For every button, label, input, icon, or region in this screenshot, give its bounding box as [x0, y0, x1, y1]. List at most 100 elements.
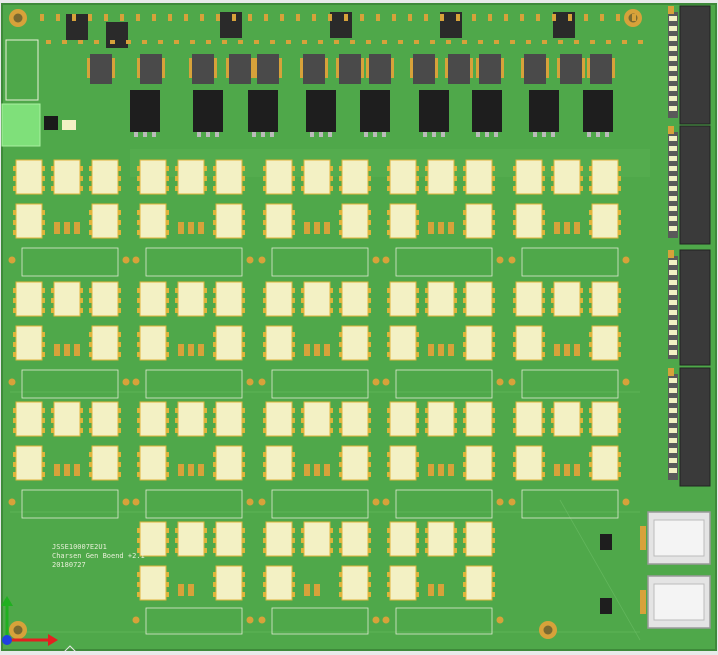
- test-point: [258, 256, 266, 264]
- mosfet-ic: [583, 90, 613, 132]
- test-point: [246, 256, 254, 264]
- relay-pin: [580, 308, 583, 313]
- relay-pin: [213, 186, 216, 191]
- relay-pin: [542, 230, 545, 235]
- relay-pin: [416, 332, 419, 337]
- small-resistor: [188, 584, 194, 596]
- regulator-ic: [524, 54, 546, 84]
- relay-pin: [137, 166, 140, 171]
- relay-pin: [51, 408, 54, 413]
- ic-pin: [152, 132, 156, 137]
- relay-pin: [513, 166, 516, 171]
- relay-pin: [387, 352, 390, 357]
- relay-pin: [263, 462, 266, 467]
- regulator-ic: [448, 54, 470, 84]
- top-pad: [110, 40, 115, 44]
- relay-pin: [204, 288, 207, 293]
- test-point: [258, 498, 266, 506]
- relay-pin: [42, 210, 45, 215]
- relay-pin: [492, 308, 495, 313]
- usb-port: [653, 583, 705, 621]
- header-connector: [679, 249, 711, 366]
- relay-pad: [341, 203, 369, 239]
- relay-pin: [542, 298, 545, 303]
- ic-pin: [364, 132, 368, 137]
- relay-pin: [589, 230, 592, 235]
- relay-pin: [463, 418, 466, 423]
- relay-pin: [513, 210, 516, 215]
- relay-pin: [339, 538, 342, 543]
- relay-pad: [91, 281, 119, 317]
- relay-pin: [542, 352, 545, 357]
- test-point: [508, 256, 516, 264]
- relay-pin: [463, 230, 466, 235]
- relay-pin: [213, 332, 216, 337]
- test-point: [496, 498, 504, 506]
- small-resistor: [304, 344, 310, 356]
- top-pad: [296, 14, 300, 21]
- relay-pin: [137, 186, 140, 191]
- relay-pin: [416, 472, 419, 477]
- relay-pad: [91, 401, 119, 437]
- relay-pin: [416, 166, 419, 171]
- relay-pin: [463, 528, 466, 533]
- small-resistor: [448, 222, 454, 234]
- relay-pad: [91, 159, 119, 195]
- ic-pin: [521, 58, 524, 78]
- connector-pin: [669, 340, 677, 345]
- relay-pin: [513, 428, 516, 433]
- relay-pin: [89, 428, 92, 433]
- relay-pin: [330, 528, 333, 533]
- relay-pad: [515, 281, 543, 317]
- relay-pin: [387, 538, 390, 543]
- relay-pin: [175, 166, 178, 171]
- mosfet-ic: [130, 90, 160, 132]
- ic-pin: [300, 58, 303, 78]
- relay-pin: [292, 592, 295, 597]
- relay-pin: [13, 428, 16, 433]
- small-resistor: [574, 222, 580, 234]
- regulator-ic: [192, 54, 214, 84]
- relay-pin: [589, 288, 592, 293]
- small-resistor: [54, 464, 60, 476]
- relay-pin: [301, 418, 304, 423]
- relay-pin: [492, 408, 495, 413]
- relay-pin: [513, 288, 516, 293]
- top-pad: [126, 40, 131, 44]
- relay-pin: [13, 472, 16, 477]
- relay-pin: [463, 428, 466, 433]
- relay-pin: [387, 592, 390, 597]
- connector-pin: [669, 206, 677, 211]
- silkscreen-box: [271, 607, 369, 635]
- relay-pin: [242, 408, 245, 413]
- silkscreen-box: [21, 369, 119, 399]
- ic-pin: [310, 132, 314, 137]
- relay-pin: [118, 166, 121, 171]
- test-point: [8, 256, 16, 264]
- relay-pin: [513, 408, 516, 413]
- relay-pad: [177, 159, 205, 195]
- connector-body: [668, 12, 678, 118]
- small-resistor: [178, 344, 184, 356]
- relay-pad: [215, 325, 243, 361]
- relay-pad: [265, 445, 293, 481]
- relay-pin: [80, 186, 83, 191]
- connector-pin: [669, 66, 677, 71]
- relay-pin: [387, 528, 390, 533]
- relay-pin: [242, 528, 245, 533]
- top-pad: [216, 14, 220, 21]
- small-resistor: [198, 222, 204, 234]
- relay-pin: [542, 418, 545, 423]
- relay-pin: [339, 230, 342, 235]
- relay-pin: [387, 472, 390, 477]
- connector-pin: [669, 26, 677, 31]
- top-pad: [398, 40, 403, 44]
- relay-pad: [265, 521, 293, 557]
- top-pad: [136, 14, 140, 21]
- small-resistor: [574, 464, 580, 476]
- relay-pin: [204, 408, 207, 413]
- relay-pin: [263, 418, 266, 423]
- relay-pin: [330, 166, 333, 171]
- relay-pin: [425, 166, 428, 171]
